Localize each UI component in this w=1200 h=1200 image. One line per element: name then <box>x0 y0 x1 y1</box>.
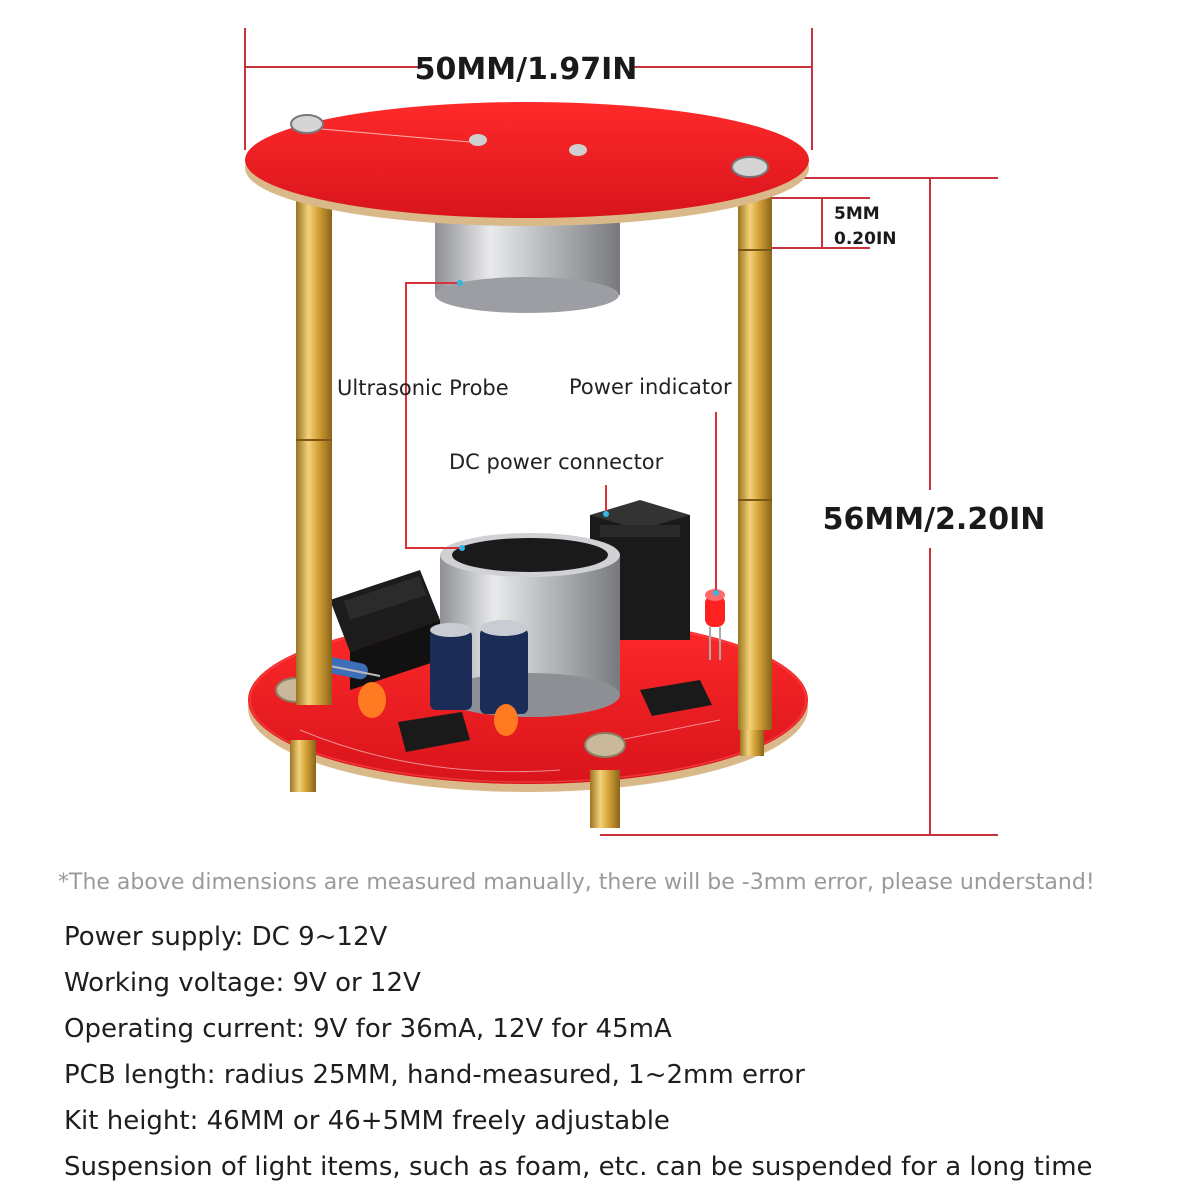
callout-dot-probe <box>457 280 463 286</box>
electrolytic-capacitors <box>430 620 528 714</box>
bottom-standoff-left <box>290 740 316 792</box>
top-solder-point-2 <box>569 144 587 156</box>
standoff-dimension <box>770 197 870 249</box>
width-dimension <box>244 28 813 150</box>
callout-lines <box>405 282 717 593</box>
pillar-right <box>738 190 772 730</box>
spec-pcb-length: PCB length: radius 25MM, hand-measured, … <box>64 1060 805 1090</box>
bottom-standoff-front <box>590 770 620 828</box>
top-solder-point-1 <box>469 134 487 146</box>
product-diagram: 50MM/1.97IN 56MM/2.20IN 5MM 0.20IN <box>244 28 1046 836</box>
ic-chip-1 <box>398 712 470 752</box>
ceramic-capacitor-1 <box>358 682 386 718</box>
callout-ultrasonic-probe: Ultrasonic Probe <box>337 376 509 400</box>
spec-power-supply: Power supply: DC 9~12V <box>64 922 388 952</box>
spec-operating-current: Operating current: 9V for 36mA, 12V for … <box>64 1014 672 1044</box>
callout-dc-power-connector: DC power connector <box>449 450 664 474</box>
ceramic-capacitor-2 <box>494 704 518 736</box>
top-screw-left <box>290 114 324 134</box>
top-pcb <box>245 102 809 226</box>
spec-working-voltage: Working voltage: 9V or 12V <box>64 968 421 998</box>
width-dimension-label: 50MM/1.97IN <box>415 52 638 87</box>
standoff-mm-label: 5MM <box>834 204 880 224</box>
ic-chip-2 <box>640 680 712 716</box>
standoff-in-label: 0.20IN <box>834 229 897 249</box>
callout-dot-bottom-probe <box>459 545 465 551</box>
callout-dot-led <box>713 590 719 596</box>
ic-socket <box>330 570 440 690</box>
nut-front <box>584 732 626 758</box>
spec-suspension: Suspension of light items, such as foam,… <box>64 1152 1093 1182</box>
callout-dot-dc <box>603 511 609 517</box>
pillar-left <box>296 195 332 705</box>
spec-list: Power supply: DC 9~12V Working voltage: … <box>64 918 1093 1194</box>
spec-kit-height: Kit height: 46MM or 46+5MM freely adjust… <box>64 1106 670 1136</box>
top-screw-right <box>731 156 769 178</box>
height-dimension-label: 56MM/2.20IN <box>823 502 1046 537</box>
callout-power-indicator: Power indicator <box>569 375 732 399</box>
measurement-note: *The above dimensions are measured manua… <box>58 870 1095 895</box>
